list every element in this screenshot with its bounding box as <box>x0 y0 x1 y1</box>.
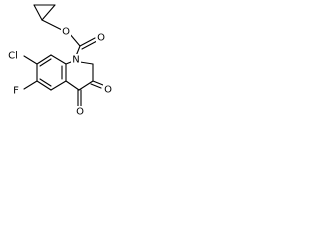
bond-n-c8a <box>65 61 72 65</box>
chemical-structure: O O N Cl F O O <box>5 4 113 118</box>
ketone-oxygen-4-label: O <box>76 107 84 118</box>
bond-cyclopropyl-3 <box>41 4 56 21</box>
bond-c8-c7-inner <box>39 58 52 67</box>
bond-c6-f <box>23 80 38 90</box>
bond-carbonyl-o-double-a <box>79 37 96 47</box>
nitrogen-label: N <box>72 55 79 66</box>
bond-c5-c4a <box>50 80 67 91</box>
bonds <box>23 4 104 107</box>
bond-carbonyl-o-double-b <box>81 40 98 50</box>
bond-cyclopropyl-ester-o <box>41 19 63 31</box>
bond-c7-cl <box>23 55 38 65</box>
bond-c4-c4a <box>65 80 80 91</box>
bond-c6-c5 <box>36 80 52 91</box>
atom-labels: O O N Cl F O O <box>5 26 113 118</box>
bond-cyclopropyl-2 <box>33 4 43 21</box>
fluorine-label: F <box>13 86 19 97</box>
bond-c3-c4 <box>78 80 94 91</box>
bond-c3-o-double-b <box>90 83 102 89</box>
bond-c8a-c8 <box>50 54 67 65</box>
bond-c6-c5-inner <box>39 78 52 87</box>
chlorine-label: Cl <box>8 51 18 62</box>
carbamate-carbonyl-oxygen-label: O <box>97 33 105 44</box>
ester-oxygen-label: O <box>62 27 70 38</box>
bond-c8-c7 <box>36 54 52 65</box>
ketone-oxygen-3-label: O <box>104 85 112 96</box>
bond-c3-o-double-a <box>92 80 104 86</box>
bond-n-c2 <box>79 61 94 65</box>
